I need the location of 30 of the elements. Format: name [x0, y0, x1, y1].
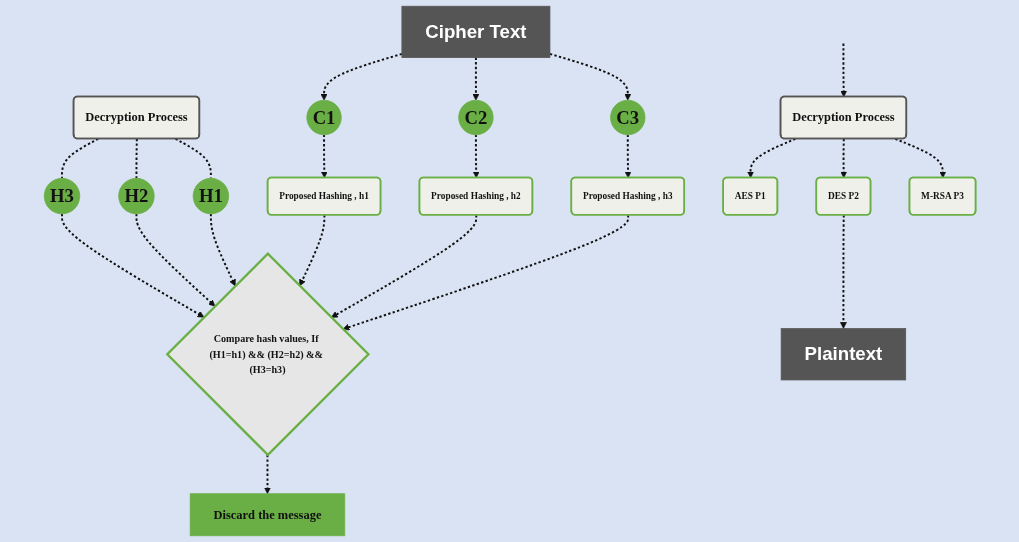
arrow: [320, 133, 328, 179]
arrow: [839, 214, 847, 329]
node-circle: C3: [609, 99, 645, 136]
arrow: [746, 137, 796, 179]
arrow: [209, 212, 236, 287]
node-box: Discard the message: [189, 493, 345, 537]
arrow: [320, 52, 403, 101]
node-circle: H3: [43, 177, 80, 215]
node-circle: H1: [192, 177, 229, 215]
arrow: [624, 133, 632, 179]
node-circle: C2: [457, 99, 494, 136]
arrow: [298, 214, 325, 287]
arrow: [548, 52, 631, 101]
node-box: Plaintext: [780, 328, 906, 381]
connector: [60, 137, 99, 180]
arrow: [135, 212, 215, 307]
arrow: [839, 137, 847, 179]
arrow: [60, 212, 204, 318]
arrow: [330, 214, 477, 318]
arrow: [472, 133, 480, 179]
arrow: [839, 42, 847, 98]
node-circle: C1: [306, 99, 342, 136]
node-box: Cipher Text: [401, 5, 550, 58]
arrow: [472, 56, 479, 101]
node-circle: H2: [117, 177, 155, 215]
node-diamond: Compare hash values, If (H1=h1) && (H2=h2) && (H3=h3): [165, 252, 370, 457]
arrow: [263, 453, 271, 495]
arrow: [342, 214, 629, 331]
connector: [135, 137, 138, 180]
arrow: [893, 137, 946, 179]
